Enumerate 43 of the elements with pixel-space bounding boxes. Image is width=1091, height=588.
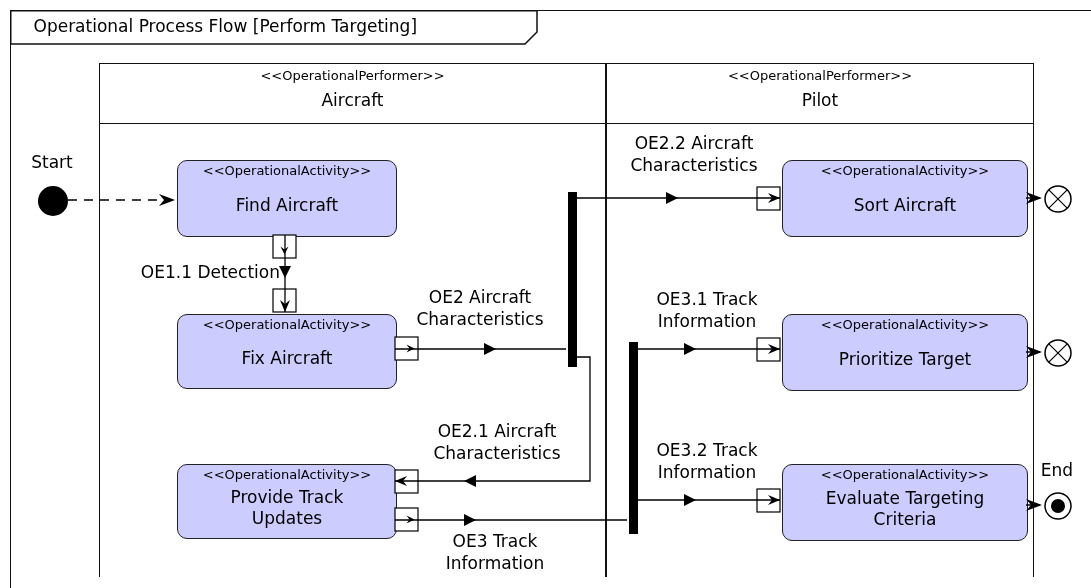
flow-final-node (1043, 184, 1073, 214)
object-flow-arrow (279, 234, 291, 313)
edge-label: OE1.1 Detection (139, 261, 280, 283)
fork-bar (568, 192, 577, 367)
activity-box (177, 160, 397, 237)
activity-box (177, 464, 397, 539)
object-flow-arrow (574, 192, 781, 204)
stereotype-label: <<OperationalActivity>> (201, 317, 373, 332)
node-label: End (1039, 460, 1075, 480)
stereotype-label: <<OperationalActivity>> (819, 163, 991, 178)
control-flow-arrow (1025, 346, 1043, 358)
object-flow-arrow (394, 356, 591, 487)
lane-title: Aircraft (320, 90, 385, 110)
activity-box (782, 464, 1028, 541)
object-flow-arrow (635, 343, 781, 355)
stereotype-label: <<OperationalPerformer>> (726, 68, 914, 83)
stereotype-label: <<OperationalPerformer>> (259, 68, 446, 83)
fork-bar (629, 342, 638, 534)
activity-final-node (1043, 491, 1073, 521)
activity-title: Find Aircraft (235, 194, 339, 216)
stereotype-label: <<OperationalActivity>> (819, 467, 991, 482)
activity-title: Prioritize Target (838, 348, 972, 370)
frame-title: Operational Process Flow [Perform Targeting] (33, 15, 418, 36)
control-flow-arrow (1025, 192, 1043, 204)
control-flow-arrow (67, 194, 176, 206)
initial-node (37, 185, 69, 217)
lane-title: Pilot (800, 90, 840, 110)
activity-title: Sort Aircraft (853, 194, 957, 216)
object-flow-arrow (394, 514, 628, 526)
node-label: Start (30, 152, 74, 172)
activity-title: Fix Aircraft (241, 347, 333, 369)
activity-box (782, 314, 1028, 391)
stereotype-label: <<OperationalActivity>> (201, 163, 373, 178)
activity-title: Provide Track Updates (229, 487, 345, 529)
activity-box (177, 314, 397, 389)
activity-box (782, 160, 1028, 237)
flow-final-node (1043, 338, 1073, 368)
stereotype-label: <<OperationalActivity>> (819, 317, 991, 332)
object-flow-arrow (635, 494, 781, 506)
object-flow-arrow (394, 343, 567, 355)
stereotype-label: <<OperationalActivity>> (201, 467, 373, 482)
control-flow-arrow (1025, 499, 1043, 511)
activity-title: Evaluate Targeting Criteria (824, 488, 986, 530)
